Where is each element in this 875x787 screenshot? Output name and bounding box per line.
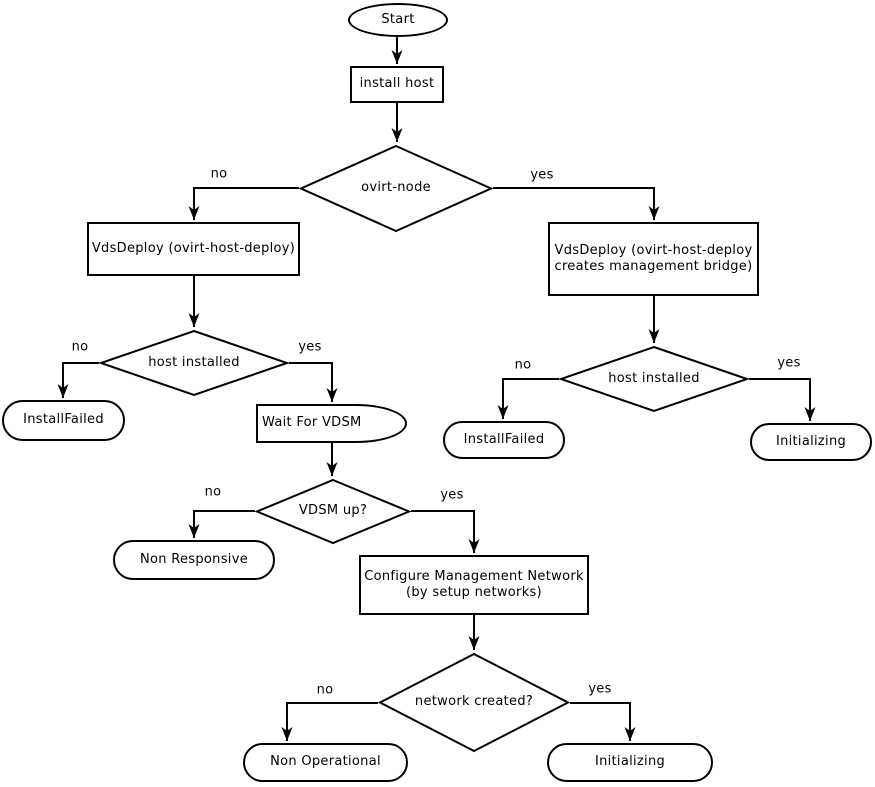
node-host-installed-right: host installed [559,345,749,413]
edge-label-vdsm-up-yes: yes [440,487,464,503]
configure-network-line1: Configure Management Network [364,568,584,584]
node-vdsdeploy-right-label: VdsDeploy (ovirt-host-deploy creates man… [555,243,753,276]
node-initializing-bottom: Initializing [547,743,713,782]
node-configure-network-label: Configure Management Network (by setup n… [364,569,584,602]
diamond-shape [99,329,289,397]
node-wait-for-vdsm-label: Wait For VDSM [262,415,362,431]
edge-label-network-created-no: no [316,682,334,698]
edge-vdsm-up-no [188,510,255,538]
node-configure-network: Configure Management Network (by setup n… [359,555,589,615]
edge-label-network-created-yes: yes [588,681,612,697]
edge-label-host-installed-right-yes: yes [777,355,801,371]
node-install-failed-right-label: InstallFailed [463,431,545,447]
edge-label-ovirt-node-no: no [210,166,228,182]
edge-ovirt-node-no [188,187,299,220]
node-ovirt-node-label: ovirt-node [361,180,431,196]
vdsdeploy-right-line2: creates management bridge) [554,259,753,274]
node-install-failed-left-label: InstallFailed [23,412,104,428]
node-vdsdeploy-right: VdsDeploy (ovirt-host-deploy creates man… [548,222,759,296]
node-initializing-bottom-label: Initializing [594,754,666,770]
node-non-responsive-label: Non Responsive [140,551,248,567]
edge-network-created-no [281,702,378,741]
node-install-host-label: install host [359,76,435,92]
node-install-host: install host [350,66,444,103]
diamond-shape [299,144,493,233]
node-ovirt-node: ovirt-node [299,144,493,233]
vdsdeploy-right-line1: VdsDeploy (ovirt-host-deploy [554,242,753,258]
node-install-failed-right: InstallFailed [443,421,565,459]
edge-host-installed-right-yes [749,378,816,421]
diamond-shape [255,478,411,545]
node-wait-for-vdsm: Wait For VDSM [256,404,407,443]
node-network-created-label: network created? [414,694,534,710]
node-install-failed-left: InstallFailed [2,400,125,441]
node-network-created: network created? [378,652,570,753]
node-host-installed-left-label: host installed [148,354,240,370]
node-vdsm-up: VDSM up? [255,478,411,545]
edge-network-created-yes [570,702,636,741]
node-start: Start [348,3,448,37]
edge-label-host-installed-right-no: no [514,357,532,373]
diamond-shape [559,345,749,413]
edge-host-installed-left-no [57,362,99,398]
node-non-responsive: Non Responsive [113,540,275,580]
configure-network-line2: (by setup networks) [406,585,542,600]
node-vdsm-up-label: VDSM up? [298,503,368,519]
edge-host-installed-right-no [497,378,559,419]
edge-label-ovirt-node-yes: yes [530,167,554,183]
node-vdsdeploy-left-label: VdsDeploy (ovirt-host-deploy) [91,240,296,256]
node-initializing-right: Initializing [750,423,872,461]
node-non-operational-label: Non Operational [270,754,381,770]
node-initializing-right-label: Initializing [775,433,847,449]
edge-vdsm-up-yes [411,510,480,553]
edge-ovirt-node-yes [493,187,660,220]
node-start-label: Start [381,11,415,27]
edge-label-vdsm-up-no: no [204,484,222,500]
edge-label-host-installed-left-yes: yes [298,339,322,355]
node-host-installed-right-label: host installed [608,370,700,386]
edge-host-installed-left-yes [289,362,338,402]
node-non-operational: Non Operational [243,743,408,782]
edge-label-host-installed-left-no: no [71,339,89,355]
node-host-installed-left: host installed [99,329,289,397]
node-vdsdeploy-left: VdsDeploy (ovirt-host-deploy) [87,222,300,276]
diamond-shape [378,652,570,753]
